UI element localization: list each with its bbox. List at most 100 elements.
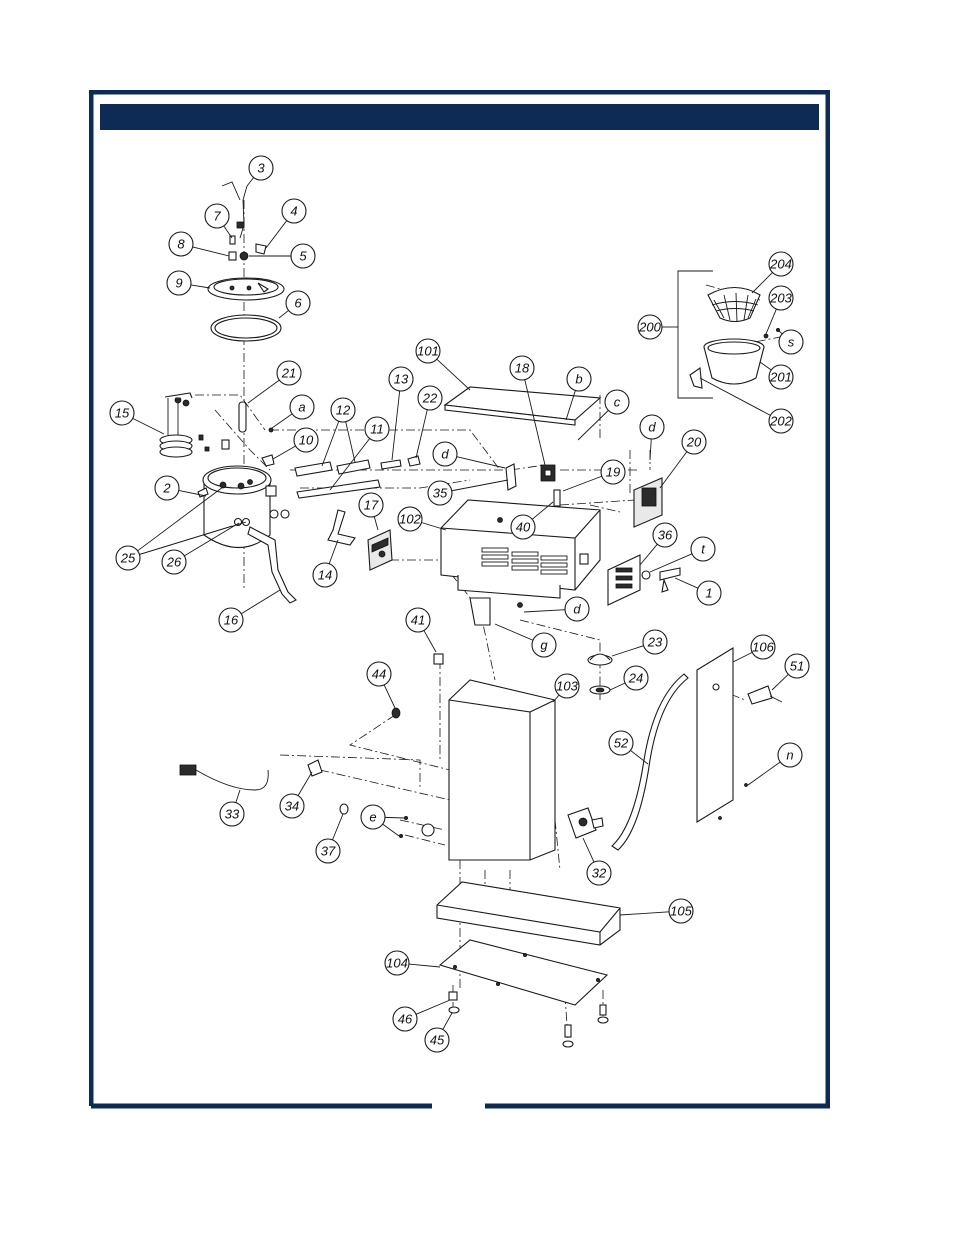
callout-34: 34 bbox=[279, 771, 313, 819]
callout-circle bbox=[204, 203, 230, 229]
callout-circle bbox=[168, 231, 194, 257]
callout-leader bbox=[415, 999, 451, 1015]
callout-label: 11 bbox=[370, 422, 384, 437]
callout-leader bbox=[332, 813, 344, 841]
callout-22: 22 bbox=[415, 385, 443, 459]
callout-label: 202 bbox=[769, 414, 792, 429]
callout-circle bbox=[690, 536, 716, 562]
callout-label: 36 bbox=[658, 528, 673, 543]
funnel-assembly bbox=[677, 270, 781, 399]
callout-label: 102 bbox=[399, 512, 421, 527]
callout-leader bbox=[565, 390, 576, 421]
callout-label: 20 bbox=[686, 435, 702, 450]
hoses bbox=[294, 455, 421, 499]
probe-assembly bbox=[221, 181, 267, 261]
callout-leader bbox=[272, 445, 296, 460]
callout-1: 1 bbox=[674, 577, 722, 606]
callout-label: 37 bbox=[321, 844, 336, 859]
callout-b: b bbox=[565, 366, 592, 421]
lid-gasket bbox=[210, 314, 282, 342]
callout-label: 204 bbox=[769, 257, 792, 272]
callout-leader bbox=[451, 479, 509, 492]
callout-label: b bbox=[575, 372, 582, 387]
callout-circle bbox=[166, 270, 192, 296]
callout-label: 7 bbox=[213, 209, 221, 224]
callout-label: 8 bbox=[177, 237, 185, 252]
tank bbox=[197, 465, 290, 548]
sprayhead bbox=[367, 529, 393, 571]
callout-leader bbox=[423, 630, 437, 653]
callout-t: t bbox=[649, 536, 716, 573]
callout-label: 5 bbox=[299, 249, 307, 264]
callout-circle bbox=[750, 634, 776, 660]
callout-circle bbox=[366, 661, 392, 687]
callout-200: 200 bbox=[637, 314, 678, 340]
heating-element bbox=[159, 392, 193, 458]
callout-105: 105 bbox=[619, 898, 694, 924]
callout-label: 101 bbox=[417, 344, 439, 359]
callout-label: c bbox=[614, 395, 621, 410]
drain-hose bbox=[327, 509, 356, 546]
callout-circle bbox=[276, 360, 302, 386]
callout-36: 36 bbox=[639, 522, 678, 566]
callout-leader bbox=[531, 501, 554, 520]
border-svg bbox=[89, 90, 830, 1109]
callout-leader bbox=[552, 694, 560, 703]
callout-circle bbox=[219, 801, 245, 827]
callout-circle bbox=[531, 632, 557, 658]
callout-circle bbox=[397, 506, 423, 532]
callout-label: 40 bbox=[516, 520, 531, 535]
power-cord bbox=[179, 764, 269, 791]
callout-label: 200 bbox=[638, 320, 661, 335]
callout-label: d bbox=[648, 420, 656, 435]
callout-leader bbox=[765, 308, 777, 335]
callout-leader bbox=[659, 451, 688, 489]
callout-leader bbox=[247, 379, 280, 404]
callout-circle bbox=[405, 607, 431, 633]
callout-label: 14 bbox=[318, 568, 332, 583]
callout-leader bbox=[421, 522, 447, 531]
callout-leader bbox=[328, 539, 339, 564]
page-frame bbox=[89, 90, 830, 1112]
callout-17: 17 bbox=[358, 492, 384, 531]
callout-circle bbox=[424, 1027, 450, 1053]
callout-circle bbox=[364, 416, 390, 442]
callout-label: 10 bbox=[299, 433, 314, 448]
callout-circle bbox=[417, 385, 443, 411]
callout-circle bbox=[768, 251, 794, 277]
callout-label: 201 bbox=[769, 370, 792, 385]
callout-circle bbox=[586, 860, 612, 886]
callout-circle bbox=[509, 355, 535, 381]
callout-35: 35 bbox=[427, 479, 509, 506]
callout-label: 45 bbox=[430, 1033, 445, 1048]
callout-circle bbox=[427, 480, 453, 506]
rear-panel bbox=[696, 647, 748, 823]
callout-leader bbox=[674, 577, 699, 589]
callout-20: 20 bbox=[659, 429, 707, 489]
callout-circle bbox=[637, 314, 663, 340]
callout-leader bbox=[639, 543, 658, 566]
callout-circle bbox=[384, 950, 410, 976]
callout-d3: d bbox=[523, 596, 590, 622]
strain-relief bbox=[747, 685, 783, 705]
callout-circle bbox=[415, 338, 441, 364]
tank-lid bbox=[207, 277, 285, 301]
callout-label: 21 bbox=[281, 366, 296, 381]
callout-label: 25 bbox=[120, 551, 136, 566]
callout-leader bbox=[321, 421, 340, 467]
callout-circle bbox=[604, 389, 630, 415]
callout-leader bbox=[373, 516, 379, 531]
callout-9: 9 bbox=[166, 270, 211, 296]
bracket bbox=[505, 463, 517, 491]
callout-label: 33 bbox=[225, 807, 240, 822]
callout-circle bbox=[768, 285, 794, 311]
faucet bbox=[641, 567, 681, 593]
callout-label: 3 bbox=[257, 161, 265, 176]
callout-leader bbox=[192, 246, 230, 257]
callout-circle bbox=[358, 492, 384, 518]
callout-leader bbox=[759, 361, 772, 371]
fill-tube bbox=[238, 401, 247, 433]
callout-leader bbox=[190, 284, 211, 289]
callout-circle bbox=[642, 629, 668, 655]
